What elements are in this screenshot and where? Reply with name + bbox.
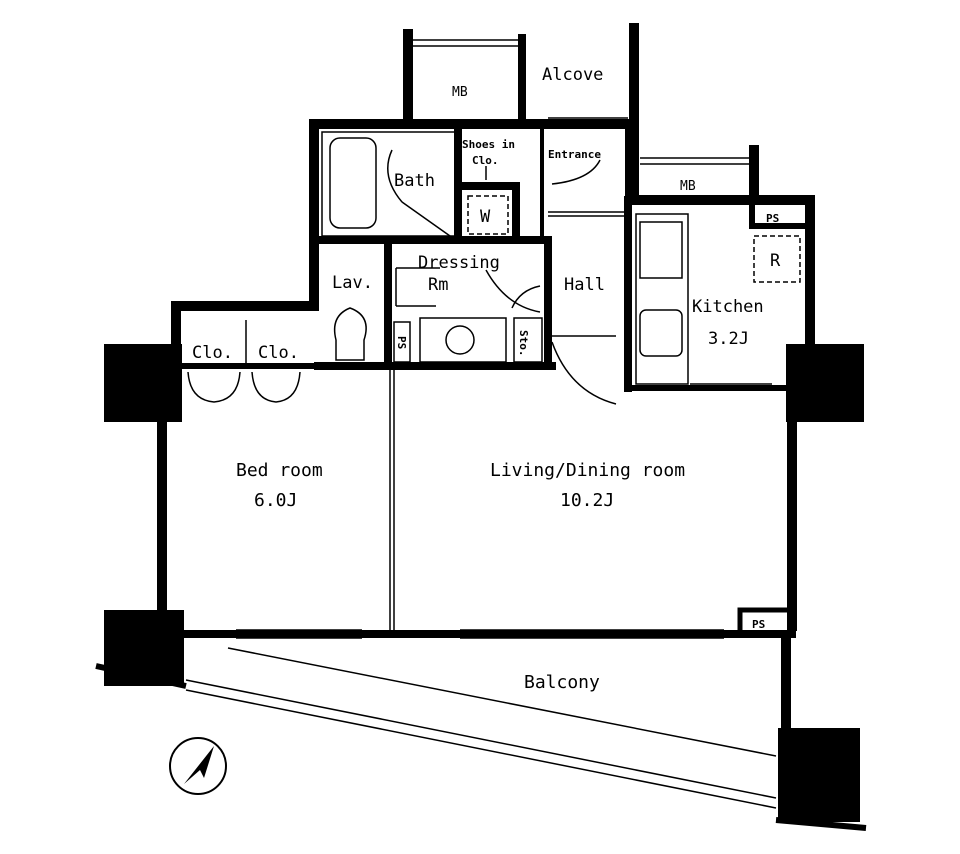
living-dining-label: Living/Dining room	[490, 460, 685, 481]
alcove-label: Alcove	[542, 65, 603, 85]
bedroom-label: Bed room	[236, 460, 323, 481]
bathtub	[329, 137, 377, 229]
balcony-window-living	[297, 629, 724, 639]
kitchen-sink	[639, 309, 683, 357]
kitchen-label: Kitchen	[692, 297, 764, 317]
balcony-edge-right	[775, 817, 867, 831]
closet-1-label: Clo.	[192, 343, 233, 363]
bedroom-size-label: 6.0J	[254, 490, 297, 511]
outer-wall-kitchen-top	[629, 195, 815, 349]
closet-door-1	[187, 371, 241, 403]
bath-area	[321, 131, 459, 237]
storage-label: Sto.	[517, 330, 530, 357]
kitchen-counter	[635, 213, 689, 385]
mb-right-window	[640, 157, 750, 165]
mb-top-window	[412, 39, 518, 47]
sliding-partition	[389, 370, 395, 634]
refrigerator-label: R	[770, 251, 781, 271]
closet-2-label: Clo.	[258, 343, 299, 363]
washer-box	[467, 195, 509, 235]
hall-label: Hall	[564, 275, 605, 295]
washer-label: W	[480, 207, 491, 227]
dressing-label-1: Dressing	[418, 253, 500, 273]
entrance-label: Entrance	[548, 148, 601, 161]
living-dining-size-label: 10.2J	[560, 490, 614, 511]
balcony-label: Balcony	[524, 672, 600, 693]
ps-kitchen-label: PS	[766, 212, 779, 225]
shoes-clo-label-2: Clo.	[472, 154, 499, 167]
dressing-door	[395, 267, 440, 307]
structural-columns	[104, 344, 864, 822]
mb-right-label: MB	[680, 179, 696, 194]
toilet	[333, 307, 367, 361]
dressing-sink	[445, 325, 475, 355]
bath-door-swing	[387, 149, 451, 237]
north-arrow-icon	[169, 737, 227, 795]
lav-label: Lav.	[332, 273, 373, 293]
dressing-label-2: Rm	[428, 275, 448, 295]
column-left-upper	[104, 344, 182, 422]
wall-ps-living	[737, 607, 789, 635]
storage-box	[513, 317, 543, 363]
outer-wall-bedroom-top	[171, 119, 319, 311]
ps-lav-box	[393, 321, 411, 363]
wall-washer-box	[456, 182, 520, 244]
ps-living-label: PS	[752, 618, 765, 631]
bath-label: Bath	[394, 171, 435, 191]
balcony-window-bedroom	[236, 629, 362, 639]
balcony-railing-inner	[227, 647, 777, 757]
room-labels: MB Alcove Bath Shoes in Clo. Entrance MB…	[192, 65, 781, 693]
walls	[157, 23, 815, 735]
kitchen-size-label: 3.2J	[708, 329, 749, 349]
ps-lav-label: PS	[395, 336, 408, 349]
refrigerator-box	[753, 235, 801, 283]
column-right-upper	[786, 344, 864, 422]
entrance-door-swing	[548, 159, 628, 217]
hall-door-swing	[551, 335, 617, 405]
mb-top-label: MB	[452, 85, 468, 100]
balcony-railing-outer	[185, 679, 777, 809]
dressing-door-swing	[485, 269, 541, 313]
dressing-counter	[419, 317, 507, 363]
kitchen-stove	[639, 221, 683, 279]
shoes-clo-label-1: Shoes in	[462, 138, 515, 151]
closet-door-2	[251, 371, 301, 403]
wall-ps-kitchen	[749, 201, 809, 229]
column-right-lower	[778, 728, 860, 822]
thin-lines	[95, 39, 867, 831]
balcony-edge	[95, 663, 187, 689]
